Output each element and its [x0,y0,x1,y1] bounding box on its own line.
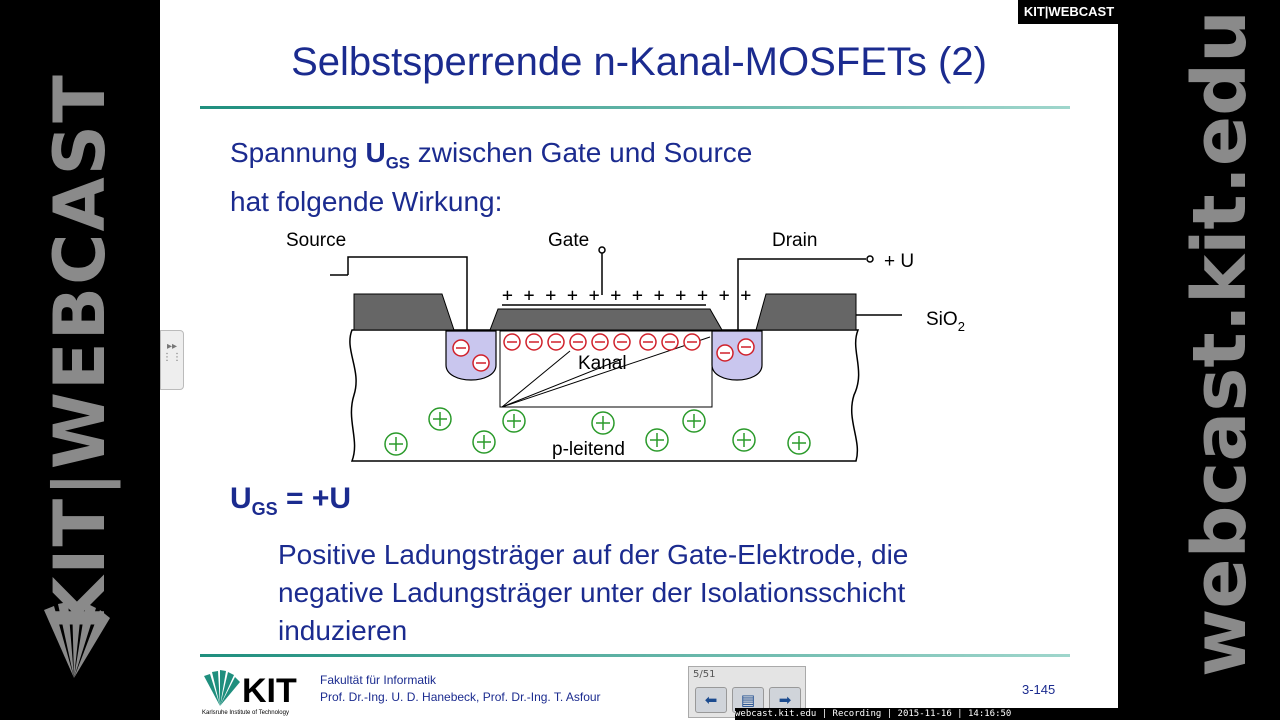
kit-webcast-badge: KIT|WEBCAST [1018,0,1120,24]
gate-charges: + + + + + + + + + + + + [502,285,751,306]
p-leitend-label: p-leitend [552,439,625,460]
description-text: Positive Ladungsträger auf der Gate-Elek… [278,539,909,646]
drain-label: Drain [772,230,817,251]
svg-text:Karlsruhe Institute of Technol: Karlsruhe Institute of Technology [202,710,289,716]
kit-logo-icon [44,601,110,678]
expand-icon: ▸▸ [166,341,178,352]
recording-ticker: webcast.kit.edu | Recording | 2015-11-16… [735,708,1120,720]
document-icon: ▤ [740,691,756,709]
page-number: 3-145 [1022,682,1056,697]
arrow-left-icon: ⬅ [704,691,718,709]
slide-counter: 5/51 [693,669,716,680]
slide-title: Selbstsperrende n-Kanal-MOSFETs (2) [291,40,987,84]
previous-slide-button[interactable]: ⬅ [695,687,727,713]
intro-text: Spannung UGS zwischen Gate und Source ha… [230,134,752,221]
kit-footer-logo: KIT Karlsruhe Institute of Technology [202,670,297,716]
gate-label: Gate [548,230,589,251]
mosfet-diagram: Source Gate Drain + U SiO2 + + + + + + +… [286,230,965,462]
slide: Selbstsperrende n-Kanal-MOSFETs (2) Span… [160,0,1118,720]
intro-line2: hat folgende Wirkung: [230,185,503,217]
intro-suffix: zwischen Gate und Source [409,137,753,168]
webcast-url-vertical-text: webcast.kit.edu [1177,10,1263,677]
source-label: Source [286,230,346,251]
ugs-equation: UGS = +U [230,482,352,519]
sio2-label: SiO2 [926,309,965,334]
kit-webcast-vertical-text: KIT|WEBCAST [39,73,121,631]
plus-u-label: + U [884,251,914,272]
faculty-info: Fakultät für Informatik Prof. Dr.-Ing. U… [320,673,601,704]
title-divider [200,106,1070,109]
kanal-label: Kanal [578,353,627,374]
intro-prefix: Spannung [230,137,366,168]
side-panel-handle[interactable]: ▸▸ ⋮⋮ [160,330,184,390]
svg-text:KIT: KIT [242,672,297,710]
footer-divider [200,654,1070,657]
arrow-right-icon: ➡ [778,691,792,709]
ugs-symbol: UGS [365,137,410,173]
grip-icon: ⋮⋮ [162,352,182,363]
